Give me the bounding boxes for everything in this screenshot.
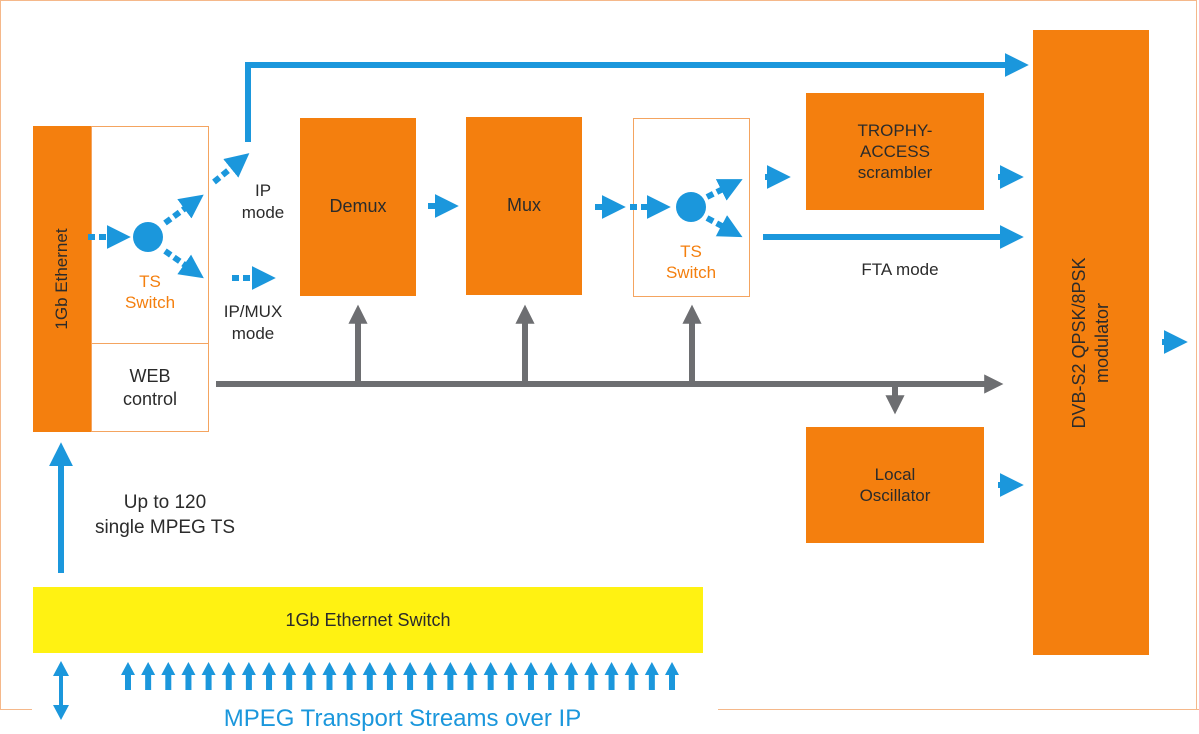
web-control-line1: WEB	[129, 365, 171, 386]
ipmux-mode-line2: mode	[231, 324, 275, 343]
ip-mode-line1: IP	[254, 181, 272, 200]
input-stream-arrow	[564, 662, 579, 690]
input-stream-arrow	[503, 662, 518, 690]
input-stream-arrows	[121, 662, 679, 690]
input-stream-arrow	[141, 662, 156, 690]
gbe-switch-label: 1Gb Ethernet Switch	[285, 609, 451, 630]
fta-mode-label: FTA mode	[861, 260, 939, 279]
input-stream-arrow	[382, 662, 397, 690]
bidirectional-up-head	[53, 661, 69, 676]
ts-switch-left-node	[133, 222, 163, 252]
input-stream-arrow	[362, 662, 377, 690]
scrambler-line1: TROPHY-	[857, 121, 933, 140]
ts-switch-left-line1: TS	[139, 272, 161, 291]
input-stream-arrow	[624, 662, 639, 690]
demux-block: Demux	[300, 118, 416, 296]
web-control-box: WEB control	[91, 343, 209, 432]
input-stream-arrow	[604, 662, 619, 690]
frame-bottom-right	[718, 709, 1199, 710]
input-stream-arrow	[665, 662, 679, 690]
input-stream-arrow	[523, 662, 538, 690]
input-stream-arrow	[483, 662, 498, 690]
input-stream-arrow	[282, 662, 297, 690]
scrambler-line2: ACCESS	[860, 142, 930, 161]
gbe-block: 1Gb Ethernet	[33, 126, 91, 432]
ip-mode-label: IP mode	[228, 180, 298, 224]
frame-bottom-left	[0, 709, 32, 710]
input-stream-arrow	[584, 662, 599, 690]
ip-mode-arrow	[212, 153, 250, 185]
input-stream-arrow	[322, 662, 337, 690]
switch-up-arrow	[163, 194, 204, 226]
input-stream-arrow	[262, 662, 277, 690]
bidirectional-down-head	[53, 705, 69, 720]
footer-label: MPEG Transport Streams over IP	[223, 705, 582, 732]
mux-block: Mux	[466, 117, 582, 295]
ts-switch-right-line1: TS	[680, 242, 702, 261]
web-control-line2: control	[122, 388, 178, 409]
input-stream-arrow	[161, 662, 176, 690]
input-stream-arrow	[463, 662, 478, 690]
switch-down-arrow	[163, 248, 204, 279]
gbe-switch-block: 1Gb Ethernet Switch	[33, 587, 703, 653]
ipmux-mode-line1: IP/MUX	[223, 302, 283, 321]
input-stream-arrow	[644, 662, 659, 690]
input-stream-arrow	[201, 662, 216, 690]
input-stream-arrow	[181, 662, 196, 690]
input-stream-arrow	[423, 662, 438, 690]
up-to-line2: single MPEG TS	[94, 517, 236, 538]
scrambler-line3: scrambler	[857, 163, 933, 182]
input-stream-arrow	[403, 662, 418, 690]
input-stream-arrow	[544, 662, 559, 690]
input-stream-arrow	[443, 662, 458, 690]
ts-switch-right-label: TS Switch	[651, 241, 731, 283]
ts-switch-right-node	[676, 192, 706, 222]
switch-to-fta-arrow	[705, 215, 743, 238]
ipmux-mode-label: IP/MUX mode	[213, 301, 293, 345]
modulator-block: DVB-S2 QPSK/8PSK modulator	[1033, 30, 1149, 655]
input-stream-arrow	[302, 662, 317, 690]
input-stream-arrow	[221, 662, 236, 690]
ts-switch-right-line2: Switch	[665, 263, 717, 282]
input-stream-arrow	[241, 662, 256, 690]
input-stream-arrow	[121, 662, 135, 690]
local-oscillator-line1: Local	[874, 465, 916, 484]
up-to-label: Up to 120 single MPEG TS	[70, 490, 260, 540]
scrambler-block: TROPHY- ACCESS scrambler	[806, 93, 984, 210]
mux-label: Mux	[506, 195, 541, 215]
local-oscillator-line2: Oscillator	[859, 486, 931, 505]
ts-switch-left-label: TS Switch	[110, 271, 190, 313]
ip-mode-line2: mode	[241, 203, 285, 222]
ts-switch-left-line2: Switch	[124, 293, 176, 312]
local-oscillator-block: Local Oscillator	[806, 427, 984, 543]
ip-mode-bypass-arrow	[245, 53, 1029, 142]
diagram-frame	[0, 0, 1197, 709]
up-to-line1: Up to 120	[123, 492, 207, 513]
input-stream-arrow	[342, 662, 357, 690]
switch-to-scrambler-arrow	[705, 179, 743, 201]
demux-label: Demux	[329, 196, 387, 216]
